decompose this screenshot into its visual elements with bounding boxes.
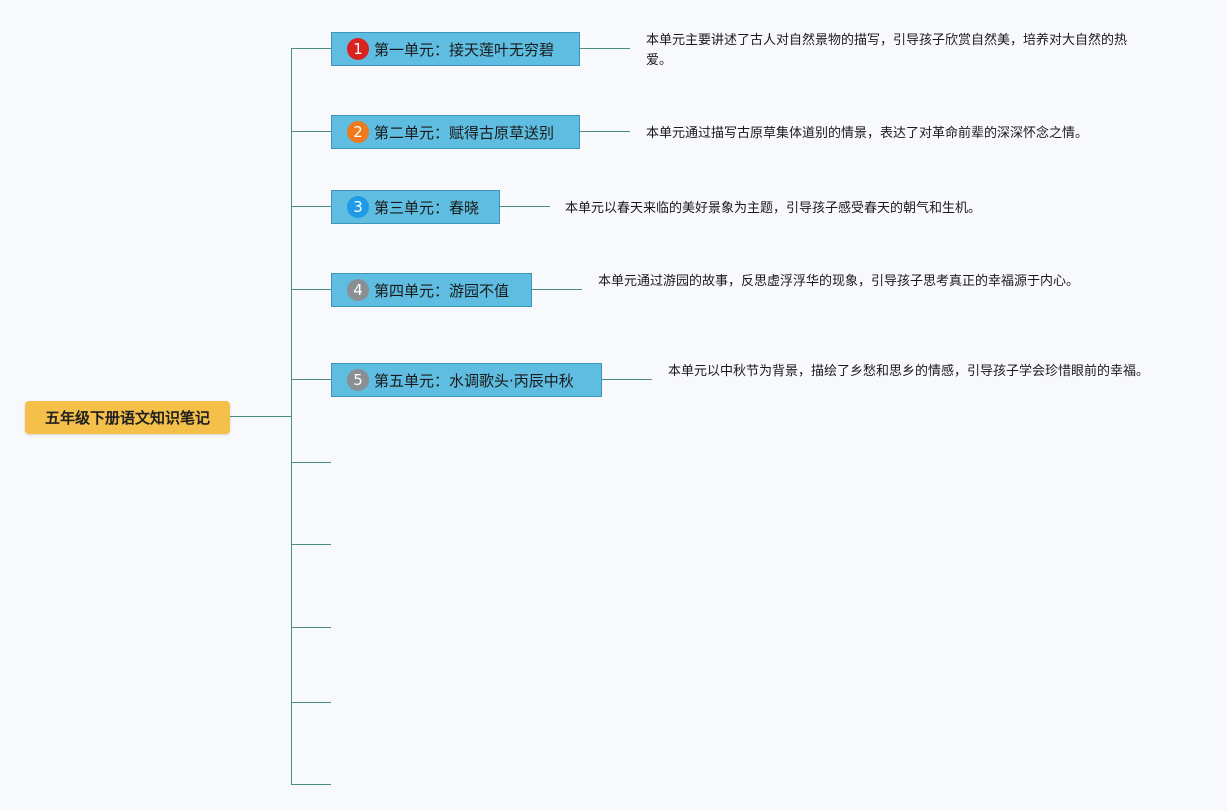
unit-2-number-badge: 2 xyxy=(347,121,369,143)
unit-5-label: 第五单元：水调歌头·丙辰中秋 xyxy=(374,371,574,390)
branch-line-4 xyxy=(291,289,331,290)
empty-branch-line xyxy=(291,544,331,545)
root-topic[interactable]: 五年级下册语文知识笔记 xyxy=(25,401,230,434)
unit-5-node[interactable]: 5 第五单元：水调歌头·丙辰中秋 xyxy=(331,363,602,397)
unit-5-description: 本单元以中秋节为背景，描绘了乡愁和思乡的情感，引导孩子学会珍惜眼前的幸福。 xyxy=(668,364,1150,379)
empty-branch-line xyxy=(291,784,331,785)
desc-connector-4 xyxy=(532,289,582,290)
empty-branch-line xyxy=(291,627,331,628)
unit-3-description: 本单元以春天来临的美好景象为主题，引导孩子感受春天的朝气和生机。 xyxy=(565,201,982,216)
unit-2-node[interactable]: 2 第二单元：赋得古原草送别 xyxy=(331,115,580,149)
unit-1-label: 第一单元：接天莲叶无穷碧 xyxy=(374,40,555,59)
unit-3-label: 第三单元：春晓 xyxy=(374,198,480,217)
unit-4-label: 第四单元：游园不值 xyxy=(374,281,510,300)
branch-line-3 xyxy=(291,206,331,207)
root-connector xyxy=(230,416,292,417)
root-topic-label: 五年级下册语文知识笔记 xyxy=(44,409,210,427)
unit-4-number-badge: 4 xyxy=(347,279,369,301)
desc-connector-3 xyxy=(500,206,550,207)
branch-line-2 xyxy=(291,131,331,132)
unit-2-description: 本单元通过描写古原草集体道别的情景，表达了对革命前辈的深深怀念之情。 xyxy=(646,126,1089,141)
unit-4-node[interactable]: 4 第四单元：游园不值 xyxy=(331,273,532,307)
unit-1-description: 本单元主要讲述了古人对自然景物的描写，引导孩子欣赏自然美，培养对大自然的热爱。 xyxy=(646,33,1128,68)
branch-trunk xyxy=(291,48,292,785)
unit-5-number-badge: 5 xyxy=(347,369,369,391)
desc-connector-2 xyxy=(580,131,630,132)
unit-2-label: 第二单元：赋得古原草送别 xyxy=(374,123,555,142)
branch-line-1 xyxy=(291,48,331,49)
branch-line-5 xyxy=(291,379,331,380)
unit-1-node[interactable]: 1 第一单元：接天莲叶无穷碧 xyxy=(331,32,580,66)
desc-connector-5 xyxy=(602,379,652,380)
unit-3-node[interactable]: 3 第三单元：春晓 xyxy=(331,190,500,224)
unit-1-number-badge: 1 xyxy=(347,38,369,60)
desc-connector-1 xyxy=(580,48,630,49)
unit-4-description: 本单元通过游园的故事，反思虚浮浮华的现象，引导孩子思考真正的幸福源于内心。 xyxy=(598,274,1080,289)
empty-branch-line xyxy=(291,462,331,463)
empty-branch-line xyxy=(291,702,331,703)
unit-3-number-badge: 3 xyxy=(347,196,369,218)
